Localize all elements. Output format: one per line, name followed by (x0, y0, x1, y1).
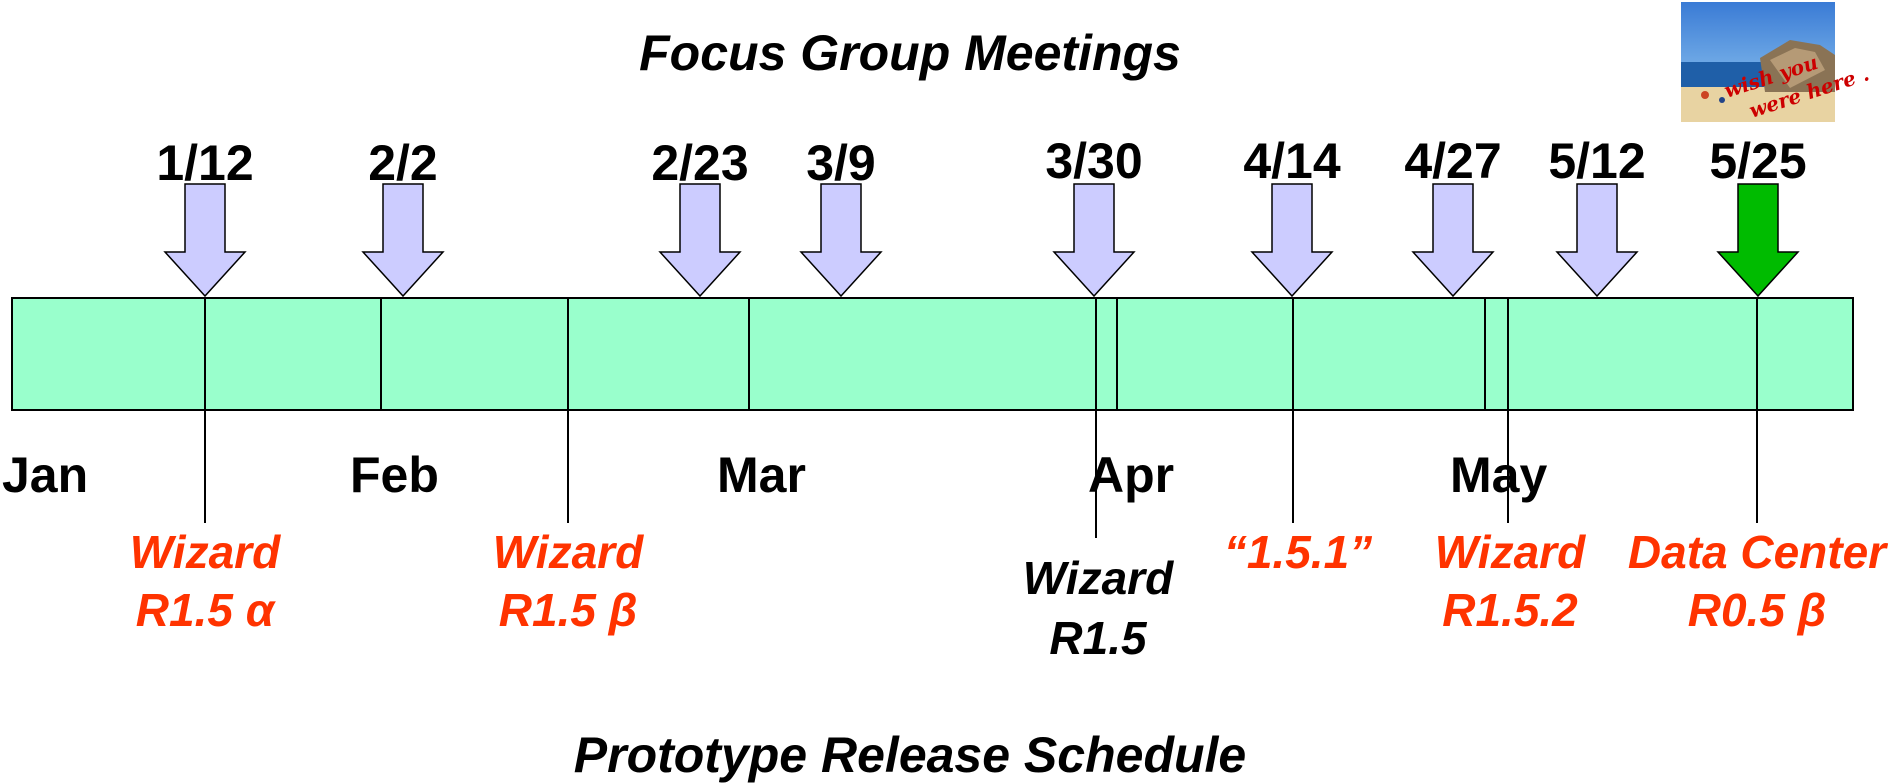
meeting-arrow-4-27 (1411, 183, 1495, 298)
release-3-name: Wizard (1023, 552, 1174, 604)
meeting-arrow-2-2 (361, 183, 445, 298)
meeting-date-2-23: 2/23 (651, 135, 748, 191)
meeting-date-4-14: 4/14 (1243, 133, 1341, 189)
bottom-title: Prototype Release Schedule (574, 727, 1246, 783)
meeting-dates: 1/12 2/2 2/23 3/9 3/30 4/14 4/27 5/12 5/… (156, 133, 1806, 191)
release-1-name: Wizard (130, 526, 281, 578)
meeting-date-4-27: 4/27 (1404, 133, 1501, 189)
month-label-feb: Feb (350, 447, 439, 503)
meeting-arrow-1-12 (163, 183, 247, 298)
month-label-mar: Mar (717, 447, 806, 503)
release-lines (204, 298, 1758, 538)
month-label-may: May (1450, 447, 1547, 503)
month-labels: Jan Feb Mar Apr May (2, 447, 1547, 503)
meeting-arrow-4-14 (1250, 183, 1334, 298)
timeline-bar (11, 297, 1854, 411)
month-separators (380, 298, 1486, 410)
meeting-date-1-12: 1/12 (156, 135, 253, 191)
meeting-date-5-12: 5/12 (1548, 133, 1645, 189)
meeting-arrows (163, 183, 1800, 298)
top-title: Focus Group Meetings (639, 25, 1181, 81)
release-5-version: R1.5.2 (1442, 584, 1578, 636)
meeting-arrow-5-12 (1555, 183, 1639, 298)
meeting-date-3-9: 3/9 (806, 135, 876, 191)
release-labels: Wizard R1.5 α Wizard R1.5 β Wizard R1.5 … (130, 526, 1888, 664)
release-6-version: R0.5 β (1688, 584, 1827, 636)
release-6-name: Data Center (1628, 526, 1888, 578)
release-2-name: Wizard (493, 526, 644, 578)
month-label-jan: Jan (2, 447, 88, 503)
meeting-arrow-2-23 (658, 183, 742, 298)
meeting-arrow-3-9 (799, 183, 883, 298)
release-1-version: R1.5 α (136, 584, 277, 636)
meeting-date-2-2: 2/2 (368, 135, 438, 191)
meeting-arrow-3-30 (1052, 183, 1136, 298)
release-3-version: R1.5 (1049, 612, 1148, 664)
meeting-date-3-30: 3/30 (1045, 133, 1142, 189)
release-4-name: “1.5.1” (1224, 526, 1372, 578)
meeting-date-5-25: 5/25 (1709, 133, 1806, 189)
release-5-name: Wizard (1435, 526, 1586, 578)
postcard-photo: wish you were here . (1681, 2, 1872, 123)
month-label-apr: Apr (1088, 447, 1174, 503)
release-2-version: R1.5 β (499, 584, 638, 636)
meeting-arrow-5-25 (1716, 183, 1800, 298)
